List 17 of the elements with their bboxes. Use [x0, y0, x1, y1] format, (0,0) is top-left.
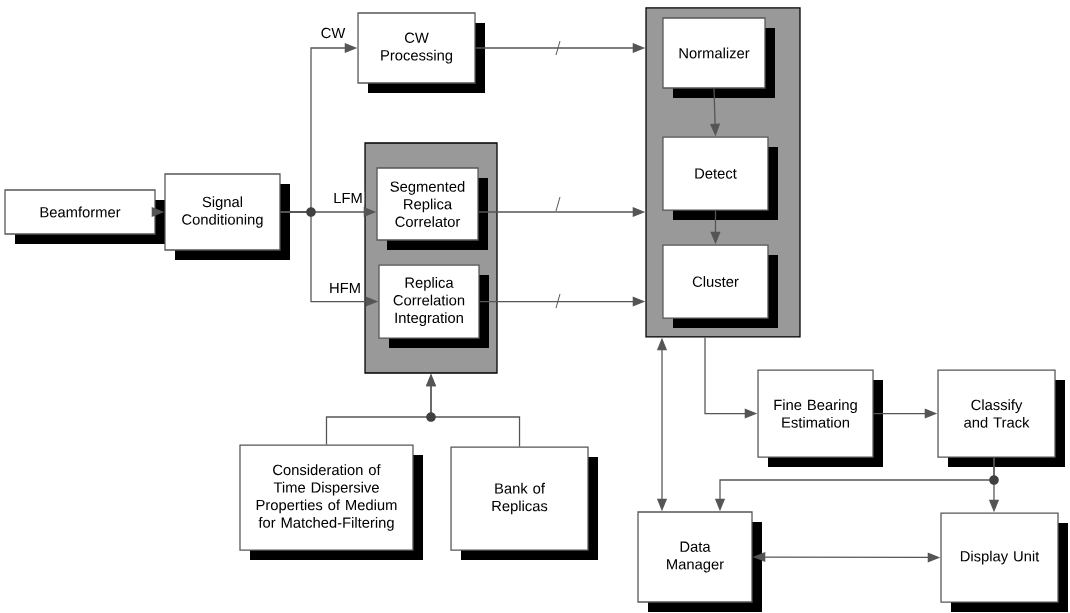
process-box: Classify and Track: [937, 369, 1065, 467]
process-box: Beamformer: [4, 189, 165, 244]
edge-label: LFM: [331, 191, 365, 205]
process-box: Replica Correlation Integration: [378, 264, 489, 348]
process-box: Bank of Replicas: [450, 446, 598, 560]
process-box: Signal Conditioning: [164, 173, 290, 260]
process-box: Segmented Replica Correlator: [376, 167, 488, 250]
process-box: Normalizer: [662, 17, 775, 98]
process-box: CW Processing: [357, 12, 485, 93]
process-box: Detect: [662, 136, 778, 220]
process-box: Fine Bearing Estimation: [757, 369, 883, 467]
process-box: Data Manager: [637, 511, 762, 612]
process-box: Consideration of Time Dispersive Properties of Medium for Matched-Filtering: [239, 444, 423, 560]
edge-label: HFM: [327, 281, 363, 295]
edge-label: CW: [319, 26, 347, 40]
process-box: Display Unit: [940, 512, 1068, 612]
process-box: Cluster: [662, 244, 778, 328]
